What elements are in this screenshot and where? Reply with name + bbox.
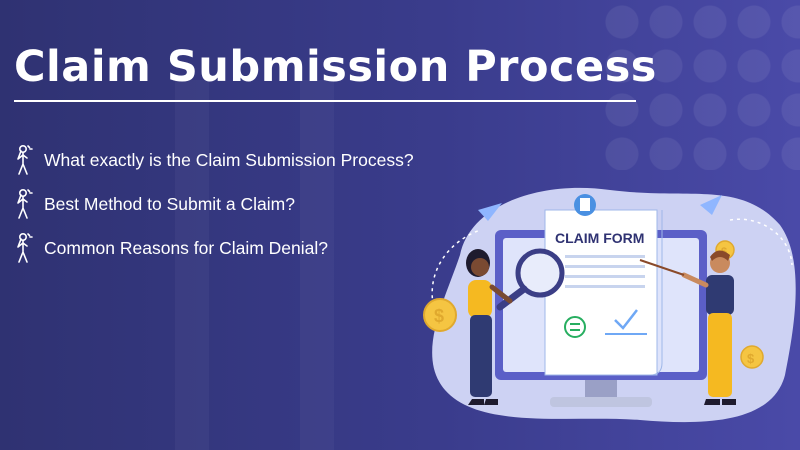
bullet-text: Common Reasons for Claim Denial? — [44, 237, 328, 258]
monitor-stand — [585, 380, 617, 398]
form-line — [565, 265, 645, 268]
monitor-base — [550, 397, 652, 407]
bullet-text: What exactly is the Claim Submission Pro… — [44, 149, 414, 170]
bullet-item: What exactly is the Claim Submission Pro… — [12, 138, 414, 182]
coin-icon — [740, 345, 764, 369]
woman-figure — [466, 249, 513, 405]
magnifying-glass-icon — [496, 285, 528, 311]
paper-plane-icon — [478, 203, 502, 221]
form-line — [565, 255, 645, 258]
signature-line — [605, 333, 647, 335]
coin-icon — [423, 298, 457, 332]
paper-scroll — [545, 210, 663, 376]
coin-icon: $ — [747, 351, 755, 366]
claim-form-title: CLAIM FORM — [555, 230, 644, 246]
title-underline — [14, 100, 636, 102]
claim-form-illustration: CLAIM FORM $ $ $ — [400, 175, 800, 450]
page-title: Claim Submission Process — [14, 42, 657, 92]
document-badge-icon — [580, 198, 590, 211]
equals-badge-icon — [570, 323, 580, 331]
magnifying-glass-icon — [515, 248, 565, 298]
form-line — [565, 285, 645, 288]
thinking-person-icon — [12, 188, 34, 220]
illustration-svg: CLAIM FORM $ $ $ — [423, 187, 796, 423]
equals-badge-icon — [564, 316, 586, 338]
bullet-text: Best Method to Submit a Claim? — [44, 193, 295, 214]
bullet-item: Best Method to Submit a Claim? — [12, 182, 414, 226]
man-figure — [639, 250, 736, 405]
bullet-list: What exactly is the Claim Submission Pro… — [12, 138, 414, 270]
coin-icon: $ — [434, 306, 444, 326]
thinking-person-icon — [12, 232, 34, 264]
dashed-path — [729, 218, 793, 266]
paper-plane-icon — [700, 195, 722, 215]
bullet-item: Common Reasons for Claim Denial? — [12, 226, 414, 270]
check-mark-icon — [614, 309, 638, 330]
form-line — [565, 275, 645, 278]
thinking-person-icon — [12, 144, 34, 176]
